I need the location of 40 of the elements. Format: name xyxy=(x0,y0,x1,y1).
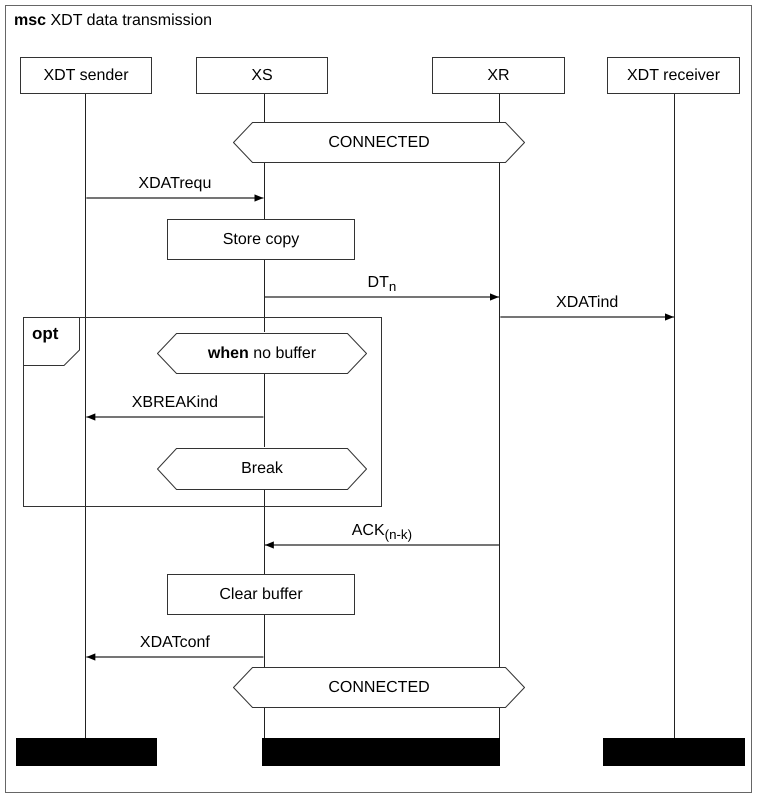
condition-text: CONNECTED xyxy=(328,134,430,152)
condition-text: when no buffer xyxy=(208,344,316,362)
message-label: DT$_{n}$ xyxy=(368,274,396,294)
message-arrow xyxy=(86,413,264,421)
message-arrow xyxy=(86,653,264,661)
option-frame xyxy=(23,317,382,507)
message-arrow xyxy=(86,194,264,202)
instance-box xyxy=(196,57,328,94)
action-text: Store copy xyxy=(222,230,300,248)
message-arrow xyxy=(264,541,499,549)
message-label: XDATconf xyxy=(140,634,210,652)
message-arrow xyxy=(500,313,674,321)
instance-name: XS xyxy=(251,66,273,84)
condition-text: CONNECTED xyxy=(328,678,430,696)
diagram-title: msc XDT data transmission xyxy=(14,12,212,30)
instance-name: XDT receiver xyxy=(626,66,720,84)
instance-end-bar xyxy=(16,738,157,766)
instance-end-bar xyxy=(603,738,745,766)
condition-text: Break xyxy=(241,460,283,478)
lifeline xyxy=(85,94,86,738)
instance-box xyxy=(607,57,740,94)
action-text: Clear buffer xyxy=(219,586,303,604)
instance-end-bar xyxy=(262,738,500,766)
condition-hexagon xyxy=(157,333,367,374)
instance-name: XR xyxy=(487,66,510,84)
instance-box xyxy=(20,57,152,94)
message-label: XBREAKind xyxy=(132,394,218,412)
condition-hexagon xyxy=(233,667,525,708)
instance-name: XDT sender xyxy=(43,66,129,84)
message-label: XDATind xyxy=(556,294,618,312)
message-label: XDATrequ xyxy=(138,175,212,193)
condition-hexagon xyxy=(233,122,525,163)
condition-hexagon xyxy=(157,448,367,490)
message-label: ACK$_{(n-k)}$ xyxy=(352,522,412,542)
action-box xyxy=(167,219,355,260)
instance-box xyxy=(432,57,565,94)
action-box xyxy=(167,574,355,615)
operator-label: opt xyxy=(32,324,58,344)
lifeline xyxy=(674,94,676,738)
message-arrow xyxy=(264,293,499,301)
